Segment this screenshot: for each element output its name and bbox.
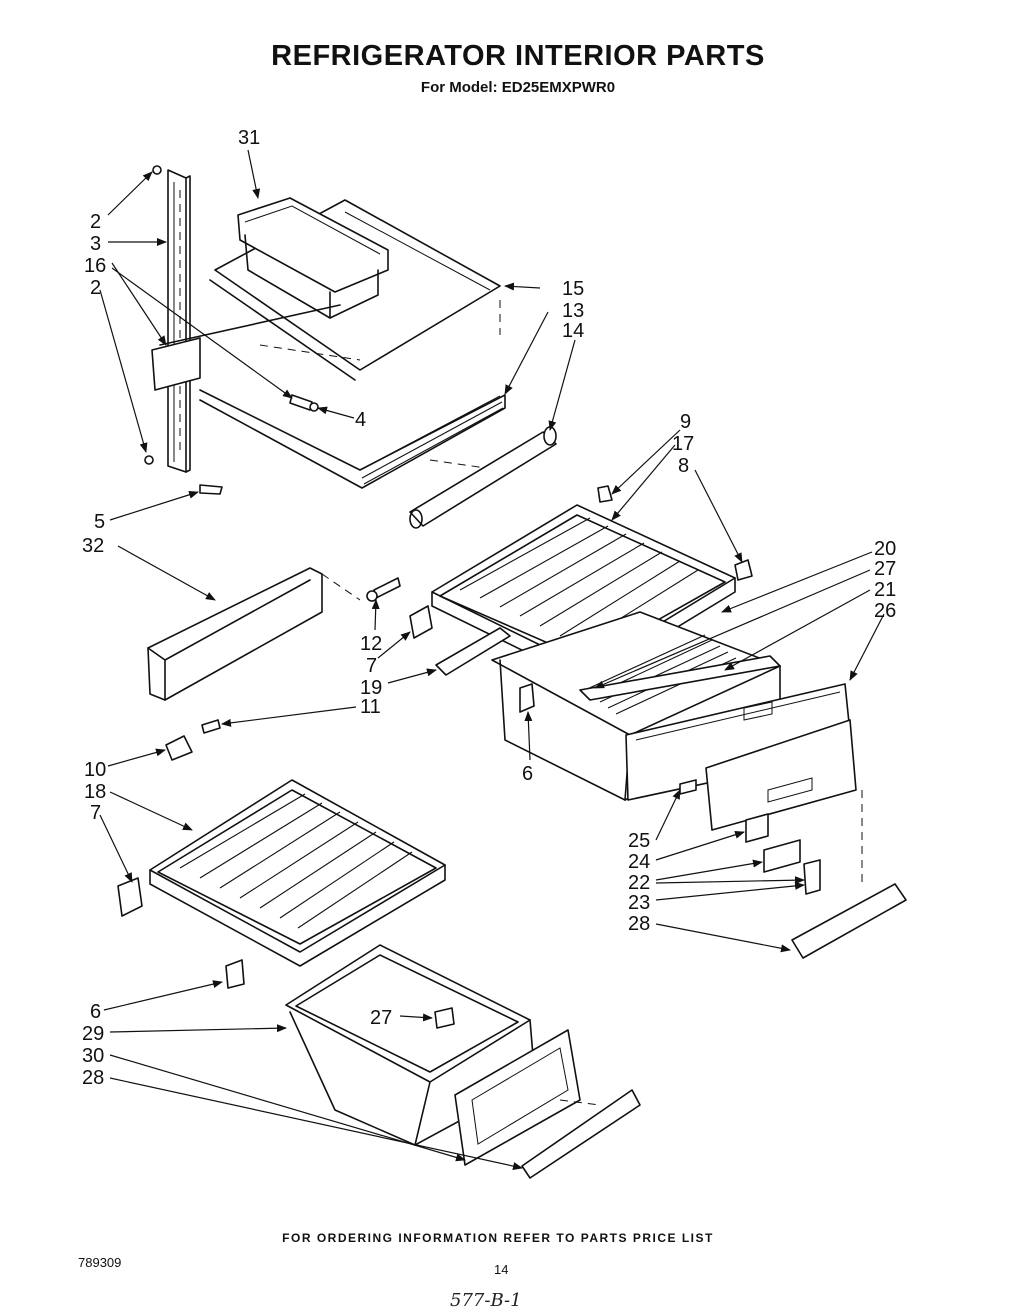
callout-27-lower: 27 (370, 1007, 392, 1029)
callout-5: 5 (94, 511, 105, 533)
drawer-front-assembly (679, 719, 857, 895)
document-number: 789309 (78, 1255, 122, 1270)
callout-labels: 31 2 3 16 2 15 13 14 4 5 32 9 17 8 20 27… (82, 127, 896, 1089)
callout-28-right: 28 (628, 913, 650, 935)
callout-14: 14 (562, 320, 584, 342)
callout-32: 32 (82, 535, 104, 557)
callout-2-lower: 2 (90, 277, 101, 299)
shelf-support-rail (144, 165, 191, 473)
door-bin-31 (237, 197, 389, 319)
callout-31: 31 (238, 127, 260, 149)
ordering-info-note: FOR ORDERING INFORMATION REFER TO PARTS … (282, 1231, 714, 1245)
shelf-bracket-7-right (409, 605, 433, 639)
callout-3: 3 (90, 233, 101, 255)
model-subtitle: For Model: ED25EMXPWR0 (420, 79, 616, 96)
upper-shelf (151, 199, 506, 489)
callout-17: 17 (672, 433, 694, 455)
callout-29: 29 (82, 1023, 104, 1045)
rail-19 (435, 627, 511, 676)
page-number: 14 (494, 1262, 509, 1277)
callout-21: 21 (874, 579, 896, 601)
middle-shelf-17 (431, 485, 753, 683)
callout-13: 13 (562, 300, 584, 322)
callout-22: 22 (628, 872, 650, 894)
shelf-trim-14 (409, 426, 557, 529)
screw-11 (201, 719, 221, 734)
callout-leader-lines (99, 149, 885, 1170)
callout-26: 26 (874, 600, 896, 622)
callout-18: 18 (84, 781, 106, 803)
callout-16: 16 (84, 255, 106, 277)
callout-6-lower: 6 (90, 1001, 101, 1023)
callout-7-left: 7 (90, 802, 101, 824)
callout-4: 4 (355, 409, 366, 431)
callout-6: 6 (522, 763, 533, 785)
drawer-trim-28-right (791, 790, 907, 959)
callout-7: 7 (366, 655, 377, 677)
callout-30: 30 (82, 1045, 104, 1067)
callout-15: 15 (562, 278, 584, 300)
callout-24: 24 (628, 851, 650, 873)
lower-shelf-18 (117, 779, 446, 989)
callout-19: 19 (360, 677, 382, 699)
callout-20: 20 (874, 538, 896, 560)
callout-10: 10 (84, 759, 106, 781)
pin-12 (366, 577, 401, 602)
callout-25: 25 (628, 830, 650, 852)
callout-23: 23 (628, 892, 650, 914)
divider-rail-32 (147, 567, 361, 701)
callout-12: 12 (360, 633, 382, 655)
callout-27: 27 (874, 558, 896, 580)
handwritten-reference: 577-B-1 (450, 1290, 522, 1311)
callout-2: 2 (90, 211, 101, 233)
screw-4 (289, 394, 319, 412)
callout-8: 8 (678, 455, 689, 477)
bracket-10 (165, 735, 193, 761)
callout-28-lower: 28 (82, 1067, 104, 1089)
page-title: REFRIGERATOR INTERIOR PARTS (271, 40, 765, 72)
callout-9: 9 (680, 411, 691, 433)
callout-11: 11 (360, 696, 381, 718)
screw-5 (199, 484, 223, 495)
crisper-drawer-lower (285, 944, 641, 1179)
